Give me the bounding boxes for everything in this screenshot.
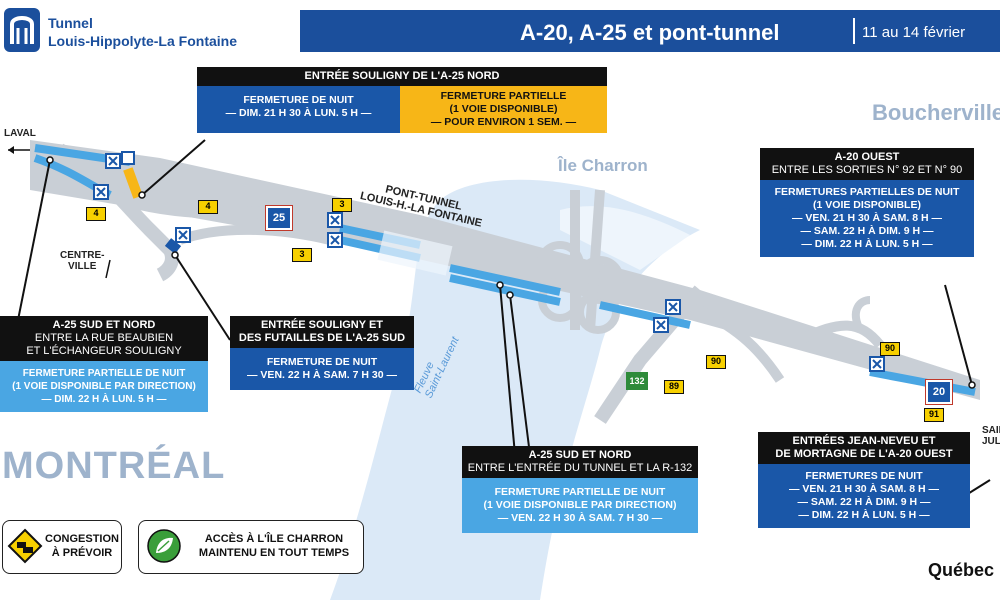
exit-90-shield: 90 (706, 355, 726, 369)
route-132-shield: 132 (626, 372, 648, 390)
box-header-title: A-25 SUD ET NORD (52, 319, 156, 331)
box-body: FERMETURES PARTIELLES DE NUIT (1 VOIE DI… (760, 180, 974, 257)
box-a25-beaubien: A-25 SUD ET NORD ENTRE LA RUE BEAUBIEN E… (0, 316, 208, 412)
box-header-title: A-20 OUEST (834, 151, 900, 163)
route-4-shield: 4 (198, 200, 218, 214)
quebec-logo: Québec (928, 560, 995, 580)
box-header: ENTRÉE SOULIGNY DE L'A-25 NORD (197, 67, 607, 86)
label-ile-charron: Île Charron (558, 156, 648, 175)
date-range: 11 au 14 février (862, 24, 966, 41)
box-header: A-25 SUD ET NORD ENTRE LA RUE BEAUBIEN E… (0, 316, 208, 361)
route-3-shield: 3 (292, 248, 312, 262)
logo-line2: Louis-Hippolyte-La Fontaine (48, 33, 237, 49)
legend-acces: ACCÈS À L'ÎLE CHARRON MAINTENU EN TOUT T… (138, 520, 364, 574)
exit-89-shield: 89 (664, 380, 684, 394)
legend-acces-label: ACCÈS À L'ÎLE CHARRON MAINTENU EN TOUT T… (198, 533, 350, 559)
header-bar (300, 10, 1000, 52)
page-title: A-20, A-25 et pont-tunnel (520, 20, 780, 45)
box-header-sub: ENTRE LA RUE BEAUBIEN ET L'ÉCHANGEUR SOU… (26, 332, 182, 357)
logo-area (0, 0, 300, 60)
autoroute-20-shield: 20 (925, 379, 953, 405)
header-separator (853, 18, 855, 44)
congestion-icon (7, 528, 43, 564)
label-laval: LAVAL (4, 128, 36, 139)
box-header: ENTRÉE SOULIGNY ET DES FUTAILLES DE L'A-… (230, 316, 414, 348)
box-header-title: A-25 SUD ET NORD (528, 449, 632, 461)
highway-band (30, 140, 980, 400)
hazard-marker (123, 167, 143, 199)
tunnel-logo-icon (4, 8, 40, 52)
box-header-sub: ENTRE L'ENTRÉE DU TUNNEL ET LA R-132 (467, 462, 693, 474)
autoroute-25-shield: 25 (265, 205, 293, 231)
exit-91-shield: 91 (924, 408, 944, 422)
box-body-closure: FERMETURE DE NUIT — DIM. 21 H 30 À LUN. … (197, 86, 400, 133)
box-body: FERMETURE PARTIELLE DE NUIT (1 VOIE DISP… (462, 478, 698, 533)
box-body: FERMETURES DE NUIT — VEN. 21 H 30 À SAM.… (758, 464, 970, 528)
label-centre-ville: CENTRE- VILLE (60, 250, 105, 272)
label-montreal: MONTRÉAL (2, 445, 226, 487)
box-souligny-futailles: ENTRÉE SOULIGNY ET DES FUTAILLES DE L'A-… (230, 316, 414, 390)
logo-text: Tunnel Louis-Hippolyte-La Fontaine (48, 14, 237, 50)
box-body: FERMETURE DE NUIT — VEN. 22 H À SAM. 7 H… (230, 348, 414, 390)
exit-90-shield: 90 (880, 342, 900, 356)
box-header: A-25 SUD ET NORD ENTRE L'ENTRÉE DU TUNNE… (462, 446, 698, 478)
box-body-dates: — VEN. 21 H 30 À SAM. 8 H — — SAM. 22 H … (789, 483, 939, 521)
box-a20-ouest: A-20 OUEST ENTRE LES SORTIES N° 92 ET N°… (760, 148, 974, 257)
label-sainte-julie: SAIN JUL (982, 425, 1000, 447)
box-header-sub: ENTRE LES SORTIES N° 92 ET N° 90 (771, 164, 963, 176)
box-souligny-nord: ENTRÉE SOULIGNY DE L'A-25 NORD FERMETURE… (197, 67, 607, 133)
route-4-shield: 4 (86, 207, 106, 221)
box-body-title: FERMETURES DE NUIT (805, 470, 923, 482)
logo-line1: Tunnel (48, 15, 93, 31)
box-header: ENTRÉES JEAN-NEVEU ET DE MORTAGNE DE L'A… (758, 432, 970, 464)
legend-congestion-label: CONGESTION À PRÉVOIR (45, 533, 119, 559)
legend-congestion: CONGESTION À PRÉVOIR (2, 520, 122, 574)
box-jean-neveu: ENTRÉES JEAN-NEVEU ET DE MORTAGNE DE L'A… (758, 432, 970, 528)
box-header: A-20 OUEST ENTRE LES SORTIES N° 92 ET N°… (760, 148, 974, 180)
box-a25-r132: A-25 SUD ET NORD ENTRE L'ENTRÉE DU TUNNE… (462, 446, 698, 533)
closure-a20-ouest (869, 368, 976, 396)
box-body: FERMETURE PARTIELLE DE NUIT (1 VOIE DISP… (0, 361, 208, 412)
leaf-icon (147, 529, 181, 563)
label-boucherville: Boucherville (872, 100, 1000, 125)
box-body-partial: FERMETURE PARTIELLE (1 VOIE DISPONIBLE) … (400, 86, 607, 133)
route-3-shield: 3 (332, 198, 352, 212)
